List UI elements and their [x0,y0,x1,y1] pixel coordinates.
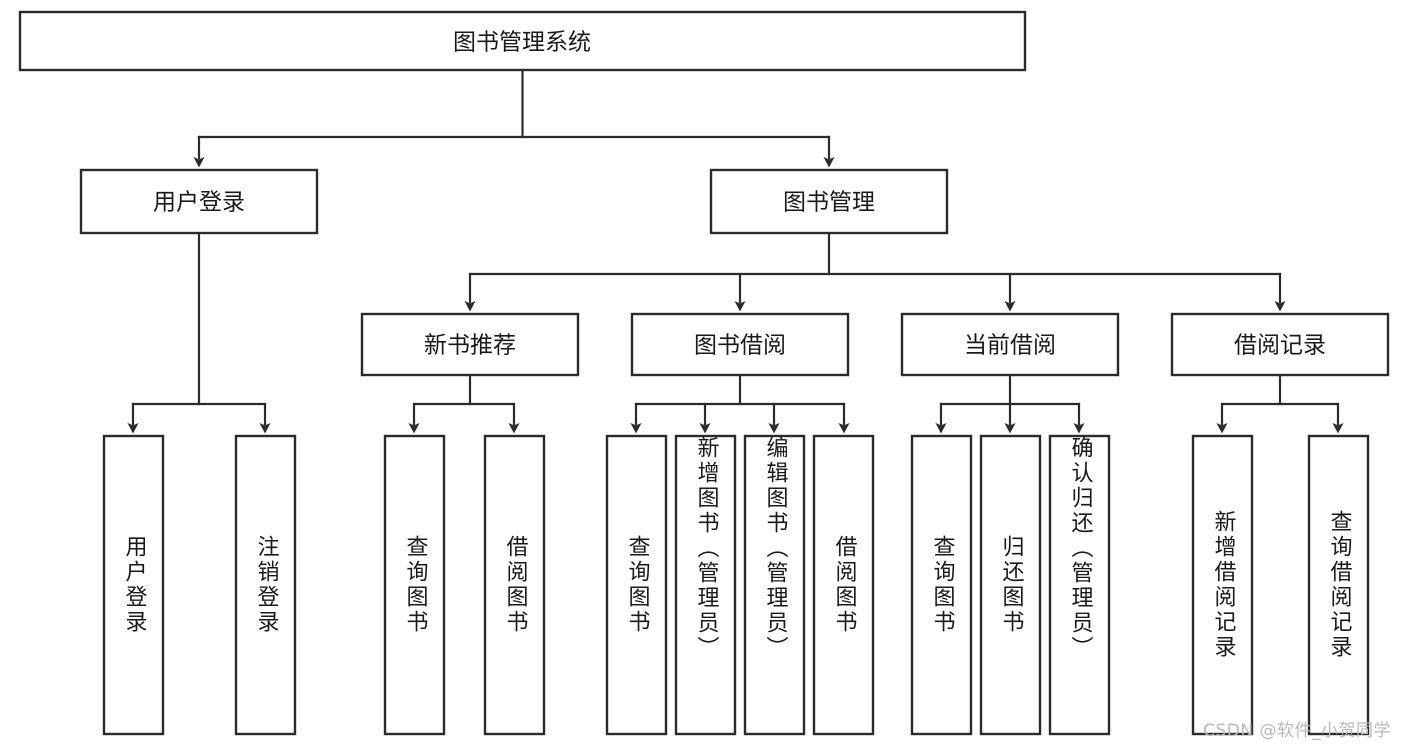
node-borrow-record-label: 借阅记录 [1234,333,1326,359]
csdn-watermark: CSDN @软件_小贺同学 [1203,721,1391,741]
node-current-borrow[interactable]: 当前借阅 [900,312,1120,377]
leaf-box-book-borrow-2[interactable] [674,434,737,736]
node-user-login[interactable]: 用户登录 [79,168,319,235]
leaf-box-book-borrow-4[interactable] [812,434,875,736]
node-new-book-recommend-label: 新书推荐 [424,333,516,359]
leaf-box-user-login-1[interactable] [102,434,165,736]
leaf-box-new-book-1[interactable] [383,434,446,736]
node-book-borrow-label: 图书借阅 [694,333,786,359]
node-new-book-recommend-box[interactable] [360,312,580,377]
node-book-manage-label: 图书管理 [783,190,875,216]
leaf-box-borrow-record-2[interactable] [1307,434,1370,736]
leaf-box-new-book-2[interactable] [483,434,546,736]
leaf-box-current-borrow-2[interactable] [979,434,1042,736]
node-book-borrow[interactable]: 图书借阅 [630,312,850,377]
leaf-group-new-book-recommend [383,434,546,736]
leaf-group-borrow-record [1191,434,1370,736]
node-book-manage-box[interactable] [709,168,949,235]
leaf-box-book-borrow-1[interactable] [605,434,668,736]
leaf-group-book-borrow [605,434,875,736]
node-user-login-box[interactable] [79,168,319,235]
leaf-box-current-borrow-3[interactable] [1048,434,1111,736]
node-root[interactable]: 图书管理系统 [18,10,1027,72]
node-root-box[interactable] [18,10,1027,72]
node-book-manage[interactable]: 图书管理 [709,168,949,235]
leaf-box-borrow-record-1[interactable] [1191,434,1254,736]
leaf-box-book-borrow-3[interactable] [743,434,806,736]
node-current-borrow-label: 当前借阅 [964,333,1056,359]
leaf-group-current-borrow [910,434,1111,736]
node-user-login-label: 用户登录 [153,190,245,216]
node-borrow-record-box[interactable] [1170,312,1390,377]
node-current-borrow-box[interactable] [900,312,1120,377]
leaf-box-current-borrow-1[interactable] [910,434,973,736]
node-book-borrow-box[interactable] [630,312,850,377]
leaf-box-user-login-2[interactable] [234,434,297,736]
leaf-group-user-login [102,434,297,736]
node-new-book-recommend[interactable]: 新书推荐 [360,312,580,377]
node-borrow-record[interactable]: 借阅记录 [1170,312,1390,377]
node-root-label: 图书管理系统 [453,30,591,56]
connector-group [127,68,1344,434]
